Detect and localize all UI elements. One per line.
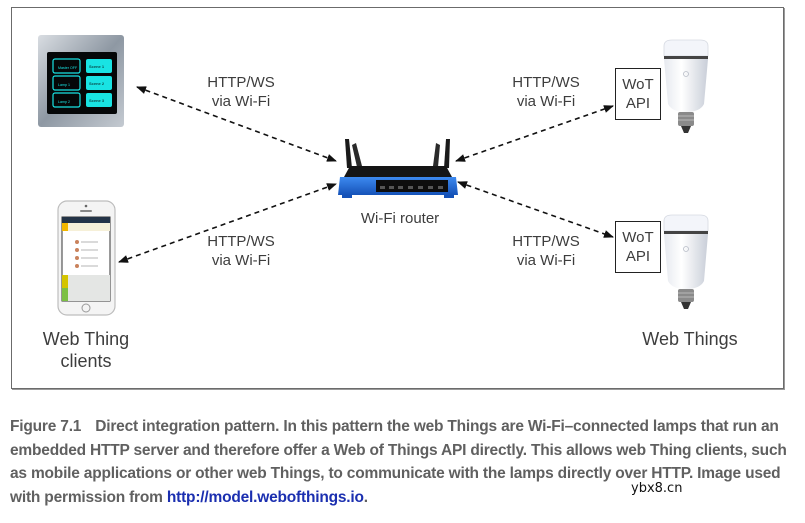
source-link[interactable]: http://model.webofthings.io bbox=[166, 488, 364, 506]
transport-label: via Wi-Fi bbox=[211, 252, 271, 269]
scene-3-label: Scene 3 bbox=[89, 98, 105, 103]
protocol-label: HTTP/WS bbox=[512, 74, 580, 91]
connection-label-phone: HTTP/WS via Wi-Fi bbox=[196, 232, 286, 270]
transport-label: via Wi-Fi bbox=[211, 93, 271, 110]
things-group-label: Web Things bbox=[642, 329, 738, 349]
connection-phone-router bbox=[118, 183, 337, 263]
wifi-router-icon bbox=[338, 139, 458, 198]
connection-label-switch: HTTP/WS via Wi-Fi bbox=[196, 73, 286, 111]
scene-2-label: Scene 2 bbox=[89, 81, 105, 86]
connection-label-lamp-bottom: HTTP/WS via Wi-Fi bbox=[501, 232, 591, 270]
master-off-label: Master OFF bbox=[58, 66, 78, 70]
clients-label-line1: Web Thing bbox=[42, 329, 130, 349]
protocol-label: HTTP/WS bbox=[207, 233, 275, 250]
scene-1-label: Scene 1 bbox=[89, 64, 105, 69]
connection-router-lamp-bottom bbox=[457, 181, 614, 238]
caption-text: Direct integration pattern. In this patt… bbox=[10, 418, 787, 506]
lamp-2-label: Lamp 2 bbox=[58, 100, 70, 104]
connection-label-lamp-top: HTTP/WS via Wi-Fi bbox=[501, 73, 591, 111]
transport-label: via Wi-Fi bbox=[516, 252, 576, 269]
watermark: ybx8.cn bbox=[631, 481, 683, 496]
smart-lamp-top-icon bbox=[663, 39, 709, 133]
protocol-label: HTTP/WS bbox=[512, 233, 580, 250]
wall-switch-icon: Scene 1 Scene 2 Scene 3 Master OFF Lamp … bbox=[38, 35, 124, 127]
api-label: API bbox=[625, 95, 651, 112]
protocol-label: HTTP/WS bbox=[207, 74, 275, 91]
wot-api-box-bottom: WoT API bbox=[615, 221, 661, 273]
smartphone-icon bbox=[57, 200, 116, 316]
lamp-1-label: Lamp 1 bbox=[58, 83, 70, 87]
diagram-canvas: Scene 1 Scene 2 Scene 3 Master OFF Lamp … bbox=[38, 35, 709, 316]
connection-router-lamp-top bbox=[455, 105, 614, 162]
caption-end: . bbox=[363, 488, 368, 506]
clients-group-label: Web Thing clients bbox=[26, 328, 146, 372]
clients-label-line2: clients bbox=[60, 351, 112, 371]
transport-label: via Wi-Fi bbox=[516, 93, 576, 110]
wot-api-box-top: WoT API bbox=[615, 68, 661, 120]
api-label: API bbox=[625, 248, 651, 265]
router-label: Wi-Fi router bbox=[360, 210, 440, 227]
figure-number: Figure 7.1 bbox=[10, 418, 82, 435]
wot-label: WoT bbox=[622, 76, 654, 93]
smart-lamp-bottom-icon bbox=[663, 214, 709, 309]
wot-label: WoT bbox=[622, 229, 654, 246]
